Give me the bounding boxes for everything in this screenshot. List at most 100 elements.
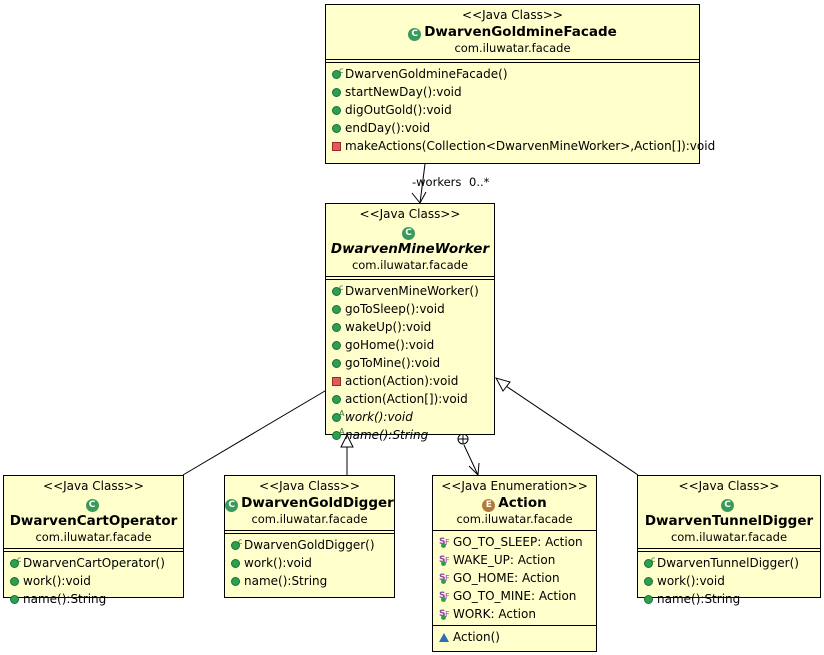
method-signature: name():String [657,592,741,606]
public-method-icon [10,577,19,586]
method-signature: wakeUp():void [345,320,432,334]
association-multiplicity-label: 0..* [469,175,490,189]
method-signature: work():void [657,574,725,588]
class-name: DwarvenTunnelDigger [644,513,814,529]
method-row[interactable]: goToSleep():void [326,300,494,318]
class-header: <<Java Class>> CDwarvenMineWorker com.il… [326,204,494,276]
public-constructor-icon: c [10,556,21,568]
method-row[interactable]: work():void [225,554,394,572]
class-name: DwarvenGoldDigger [241,495,394,511]
method-row[interactable]: digOutGold():void [326,101,699,119]
package-name: com.iluwatar.facade [454,41,571,55]
association-arrowhead [411,191,427,204]
attributes-compartment [225,530,394,534]
enum-constant: WAKE_UP: Action [453,553,556,567]
method-signature: name():String [244,574,328,588]
nesting-line [463,444,479,476]
methods-compartment: Action() [433,626,596,648]
method-signature: work():void [345,410,413,424]
public-method-icon [10,595,19,604]
method-row[interactable]: makeActions(Collection<DwarvenMineWorker… [326,137,715,155]
public-method-icon [231,577,240,586]
method-signature: startNewDay():void [345,85,462,99]
method-row[interactable]: endDay():void [326,119,699,137]
abstract-method-icon: A [332,428,344,440]
class-dwarven-mine-worker[interactable]: <<Java Class>> CDwarvenMineWorker com.il… [325,203,495,442]
enum-constant: GO_TO_SLEEP: Action [453,535,583,549]
enum-e-icon: E [482,499,496,512]
method-signature: name():String [345,428,429,442]
class-c-icon: C [225,499,239,512]
method-signature: goToMine():void [345,356,441,370]
class-dwarven-tunnel-digger[interactable]: <<Java Class>> CDwarvenTunnelDigger com.… [637,475,821,606]
stereotype: <<Java Class>> [259,479,360,493]
method-row[interactable]: work():void [638,572,820,590]
method-row[interactable]: goToMine():void [326,354,494,372]
class-header: <<Java Class>> CDwarvenCartOperator com.… [4,476,183,548]
method-row[interactable]: name():String [638,590,820,608]
class-dwarven-cart-operator[interactable]: <<Java Class>> CDwarvenCartOperator com.… [3,475,184,606]
enum-constant: GO_TO_MINE: Action [453,589,577,603]
association-role-label: -workers [412,175,462,189]
stereotype: <<Java Class>> [43,479,144,493]
class-name: DwarvenMineWorker [330,241,490,257]
method-signature: DwarvenTunnelDigger() [657,556,799,570]
method-signature: action(Action[]):void [345,392,468,406]
public-method-icon [332,305,341,314]
method-row[interactable]: name():String [4,590,183,608]
method-signature: Action() [453,630,500,644]
method-signature: DwarvenGoldmineFacade() [345,67,508,81]
method-row[interactable]: action(Action):void [326,372,494,390]
method-signature: endDay():void [345,121,431,135]
nesting-arrowhead [468,462,480,477]
package-name: com.iluwatar.facade [456,512,573,526]
enum-constant: GO_HOME: Action [453,571,560,585]
method-signature: DwarvenCartOperator() [23,556,165,570]
package-name: com.iluwatar.facade [251,512,368,526]
method-signature: work():void [244,556,312,570]
public-method-icon [332,88,341,97]
method-row[interactable]: goHome():void [326,336,494,354]
public-method-icon [332,395,341,404]
method-row[interactable]: wakeUp():void [326,318,494,336]
stereotype: <<Java Class>> [462,8,563,22]
method-signature: makeActions(Collection<DwarvenMineWorker… [345,139,716,153]
method-row[interactable]: Action() [433,628,596,646]
method-signature: goHome():void [345,338,435,352]
method-signature: DwarvenGoldDigger() [244,538,375,552]
constants-compartment [433,530,596,531]
methods-compartment-divider [433,625,596,626]
method-row[interactable]: action(Action[]):void [326,390,494,408]
public-method-icon [332,359,341,368]
class-name: DwarvenGoldmineFacade [424,24,617,40]
class-c-icon: C [721,499,734,512]
method-row[interactable]: startNewDay():void [326,83,699,101]
method-signature: work():void [23,574,91,588]
method-row[interactable]: work():void [4,572,183,590]
method-row[interactable]: name():String [225,572,394,590]
private-method-icon [332,142,341,151]
abstract-class-icon: C [402,227,415,240]
